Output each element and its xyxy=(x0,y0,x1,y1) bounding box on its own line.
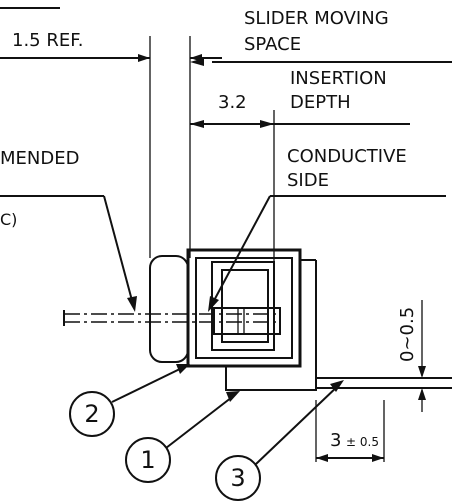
conductive-line2: SIDE xyxy=(287,170,329,191)
lead-value: 3 xyxy=(330,430,341,451)
callout-1-text: 1 xyxy=(140,446,155,474)
offset-text: 0~0.5 xyxy=(397,307,418,362)
fpc-cable xyxy=(63,310,280,326)
lead-tol: ± 0.5 xyxy=(346,435,379,449)
dim-ref-text: 1.5 REF. xyxy=(12,30,83,51)
recommended-arrow xyxy=(127,296,137,312)
slider-arrow xyxy=(190,58,204,66)
insertion-value: 3.2 xyxy=(218,92,247,113)
insertion-line1: INSERTION xyxy=(290,68,387,89)
callout-3-arrow xyxy=(330,380,344,392)
callout-2: 2 xyxy=(69,364,190,437)
callout-1: 1 xyxy=(125,391,240,483)
lead-arrow-right xyxy=(372,454,384,462)
callout-1-circle xyxy=(125,437,171,483)
callout-2-arrow xyxy=(176,364,190,374)
insertion-arrow-left xyxy=(190,120,204,128)
callout-1-arrow xyxy=(226,391,240,402)
base xyxy=(225,260,317,391)
recommended-label: MENDED C) xyxy=(0,148,137,312)
ref-arrow-left xyxy=(138,54,150,62)
insertion-arrow-right xyxy=(260,120,274,128)
callout-2-text: 2 xyxy=(84,400,99,428)
dim-lead: 3 ± 0.5 xyxy=(316,430,384,462)
housing-inner xyxy=(195,257,293,359)
conductive-arrow xyxy=(208,296,219,312)
callout-3-text: 3 xyxy=(230,464,245,492)
slider-line2: SPACE xyxy=(244,34,301,55)
insertion-line2: DEPTH xyxy=(290,92,351,113)
recommended-text: MENDED xyxy=(0,148,79,169)
slider-space-label: SLIDER MOVING SPACE xyxy=(190,8,452,66)
actuator xyxy=(211,261,275,351)
callout-3-circle xyxy=(215,455,261,501)
contact-slot xyxy=(213,307,281,335)
callout-2-circle xyxy=(69,391,115,437)
housing xyxy=(186,248,302,368)
conductive-line1: CONDUCTIVE xyxy=(287,146,407,167)
partial-c-text: C) xyxy=(0,210,17,229)
slider-knob xyxy=(149,255,189,363)
actuator-inner xyxy=(221,269,269,343)
conductive-label: CONDUCTIVE SIDE xyxy=(208,146,446,312)
offset-arrow-bottom xyxy=(418,388,426,400)
dim-ref: 1.5 REF. xyxy=(0,7,222,62)
connector-body xyxy=(149,248,317,391)
lead-arrow-left xyxy=(316,454,328,462)
callout-3: 3 xyxy=(215,380,344,501)
offset-arrow-top xyxy=(418,366,426,378)
dim-insertion: INSERTION 3.2 DEPTH xyxy=(190,68,410,128)
slider-line1: SLIDER MOVING xyxy=(244,8,389,29)
dim-offset: 0~0.5 xyxy=(397,300,426,412)
